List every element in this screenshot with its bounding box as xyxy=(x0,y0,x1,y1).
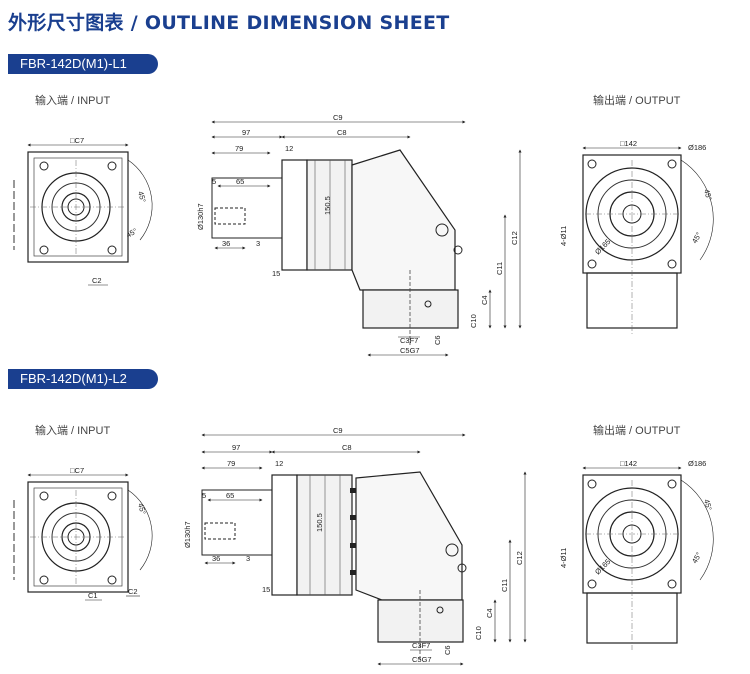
dim-36-l2: 36 xyxy=(212,554,220,563)
dim-3-l1: 3 xyxy=(256,239,260,248)
l1-side-view: C9 97 C8 79 12 65 5 36 3 15 Ø130h7 150.5… xyxy=(196,113,522,357)
dim-angle-l2a: 45° xyxy=(136,502,148,515)
dim-c7-l1: □C7 xyxy=(70,136,84,145)
dim-c8-l2: C8 xyxy=(342,443,352,452)
dim-5-l2: 5 xyxy=(202,491,206,500)
dim-d130-l2: Ø130h7 xyxy=(183,521,192,548)
l1-output-view: □142 Ø186 45° 45° Ø165 4-Ø11 xyxy=(559,139,714,335)
dim-c5-l1: C5G7 xyxy=(400,346,420,355)
dim-97-l1: 97 xyxy=(242,128,250,137)
page-title: 外形尺寸图表 / OUTLINE DIMENSION SHEET xyxy=(8,12,450,34)
dim-1505-l1: 150.5 xyxy=(323,196,332,215)
dim-142-l2: □142 xyxy=(620,459,637,468)
dim-c2-l1: C2 xyxy=(92,276,102,285)
dim-142-l1: □142 xyxy=(620,139,637,148)
dim-angle-l1c: 45° xyxy=(702,188,714,201)
dim-12-l2: 12 xyxy=(275,459,283,468)
dim-36-l1: 36 xyxy=(222,239,230,248)
dim-186-l1: Ø186 xyxy=(688,143,706,152)
dim-79-l2: 79 xyxy=(227,459,235,468)
l2-side-view: C9 97 C8 79 12 65 5 36 3 15 Ø130h7 150.5… xyxy=(183,426,527,666)
output-label-l2: 输出端 / OUTPUT xyxy=(593,425,681,437)
dim-c10-l1: C10 xyxy=(469,314,478,328)
dim-c7-l2: □C7 xyxy=(70,466,84,475)
l2-input-view: □C7 45° C1 C2 xyxy=(13,466,153,601)
dim-65-l2: 65 xyxy=(226,491,234,500)
dim-angle-l1d: 45° xyxy=(690,231,703,245)
dim-15-l1: 15 xyxy=(272,269,280,278)
dim-c2-l2: C2 xyxy=(128,587,138,596)
dim-angle-l2d: 45° xyxy=(690,551,703,565)
dim-c6-l1: C6 xyxy=(433,335,442,345)
input-label-l1: 输入端 / INPUT xyxy=(35,95,111,107)
dim-angle-l1a: 45° xyxy=(136,190,148,203)
l1-input-view: □C7 45° 45° C2 xyxy=(13,136,153,286)
dim-c10-l2: C10 xyxy=(474,626,483,640)
dim-c4-l1: C4 xyxy=(480,295,489,305)
dim-c9-l1: C9 xyxy=(333,113,343,122)
dim-c11-l2: C11 xyxy=(500,579,509,592)
dim-186-l2: Ø186 xyxy=(688,459,706,468)
dim-79-l1: 79 xyxy=(235,144,243,153)
dim-c12-l2: C12 xyxy=(515,551,524,565)
dim-c1-l2: C1 xyxy=(88,591,98,600)
dim-4-11-l1: 4-Ø11 xyxy=(559,226,568,246)
dim-1505-l2: 150.5 xyxy=(315,513,324,532)
output-label-l1: 输出端 / OUTPUT xyxy=(593,95,681,107)
dim-c12-l1: C12 xyxy=(510,231,519,245)
dim-c11-l1: C11 xyxy=(495,262,504,275)
dim-4-11-l2: 4-Ø11 xyxy=(559,548,568,568)
dim-5-l1: 5 xyxy=(212,177,216,186)
dim-c4-l2: C4 xyxy=(485,608,494,618)
dim-c8-l1: C8 xyxy=(337,128,347,137)
dim-3-l2: 3 xyxy=(246,554,250,563)
dim-c3-l1: C3F7 xyxy=(400,336,418,345)
dim-15-l2: 15 xyxy=(262,585,270,594)
dim-65-l1: 65 xyxy=(236,177,244,186)
dim-c5-l2: C5G7 xyxy=(412,655,432,664)
dim-97-l2: 97 xyxy=(232,443,240,452)
dim-angle-l2c: 45° xyxy=(702,498,714,511)
dim-12-l1: 12 xyxy=(285,144,293,153)
input-label-l2: 输入端 / INPUT xyxy=(35,425,111,437)
dim-c9-l2: C9 xyxy=(333,426,343,435)
dim-angle-l1b: 45° xyxy=(125,226,139,239)
dim-c3-l2: C3F7 xyxy=(412,641,430,650)
dim-d130-l1: Ø130h7 xyxy=(196,203,205,230)
model-badge-l1: FBR-142D(M1)-L1 xyxy=(8,54,158,74)
dim-c6-l2: C6 xyxy=(443,645,452,655)
l2-output-view: □142 Ø186 45° 45° Ø165 4-Ø11 xyxy=(559,459,714,650)
model-badge-l2: FBR-142D(M1)-L2 xyxy=(8,369,158,389)
